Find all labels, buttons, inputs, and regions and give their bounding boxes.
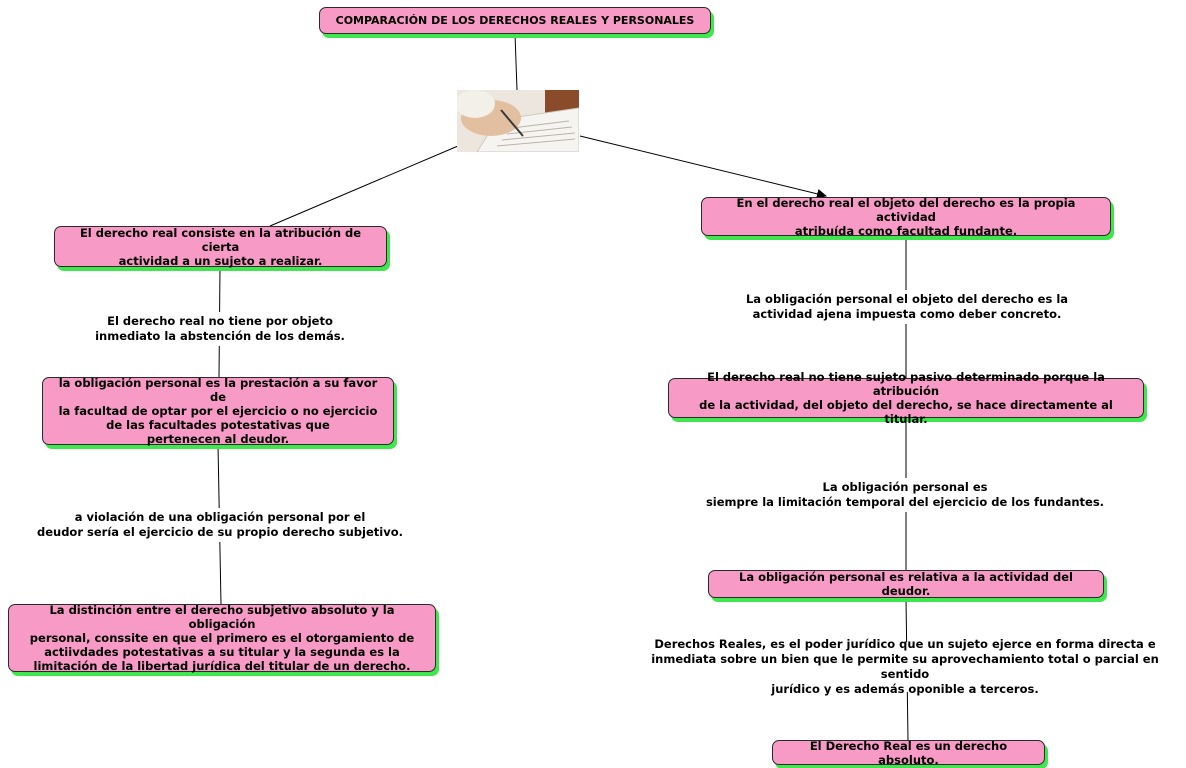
right-node-3-text: La obligación personal es relativa a la … <box>739 570 1073 598</box>
right-label-3-text: Derechos Reales, es el poder jurídico qu… <box>651 637 1159 696</box>
right-node-4-text: El Derecho Real es un derecho absoluto. <box>809 738 1008 767</box>
left-label-1: El derecho real no tiene por objeto inme… <box>88 312 352 346</box>
left-node-3[interactable]: La distinción entre el derecho subjetivo… <box>8 603 436 673</box>
right-node-1[interactable]: En el derecho real el objeto del derecho… <box>701 195 1111 238</box>
right-label-1-text: La obligación personal el objeto del der… <box>745 292 1069 321</box>
right-node-1-text: En el derecho real el objeto del derecho… <box>736 195 1076 238</box>
title-node[interactable]: COMPARACIÓN DE LOS DERECHOS REALES Y PER… <box>319 7 711 34</box>
image-to-right-line <box>579 135 827 199</box>
left-label-2: a violación de una obligación personal p… <box>30 508 410 542</box>
right-label-2: La obligación personal es siempre la lim… <box>690 478 1120 512</box>
document-signing-photo <box>457 90 579 152</box>
left-node-3-text: La distinción entre el derecho subjetivo… <box>29 603 415 673</box>
left-label-1-text: El derecho real no tiene por objeto inme… <box>95 314 345 343</box>
title-text: COMPARACIÓN DE LOS DERECHOS REALES Y PER… <box>335 13 695 27</box>
document-signing-icon <box>457 90 579 152</box>
left-label-2-text: a violación de una obligación personal p… <box>36 510 403 539</box>
right-node-3[interactable]: La obligación personal es relativa a la … <box>708 570 1104 598</box>
title-to-image-line <box>514 33 518 91</box>
right-label-1: La obligación personal el objeto del der… <box>736 290 1078 324</box>
left-node-2[interactable]: la obligación personal es la prestación … <box>42 376 394 446</box>
left-node-2-text: la obligación personal es la prestación … <box>58 376 378 446</box>
left-node-1[interactable]: El derecho real consiste en la atribució… <box>54 225 387 268</box>
image-to-left-line <box>269 145 459 227</box>
right-label-2-text: La obligación personal es siempre la lim… <box>705 480 1105 509</box>
right-node-2-text: El derecho real no tiene sujeto pasivo d… <box>699 370 1113 426</box>
right-node-4[interactable]: El Derecho Real es un derecho absoluto. <box>772 738 1045 767</box>
left-node-1-text: El derecho real consiste en la atribució… <box>79 225 362 268</box>
right-node-2[interactable]: El derecho real no tiene sujeto pasivo d… <box>668 370 1144 426</box>
right-label-3: Derechos Reales, es el poder jurídico qu… <box>626 637 1184 696</box>
